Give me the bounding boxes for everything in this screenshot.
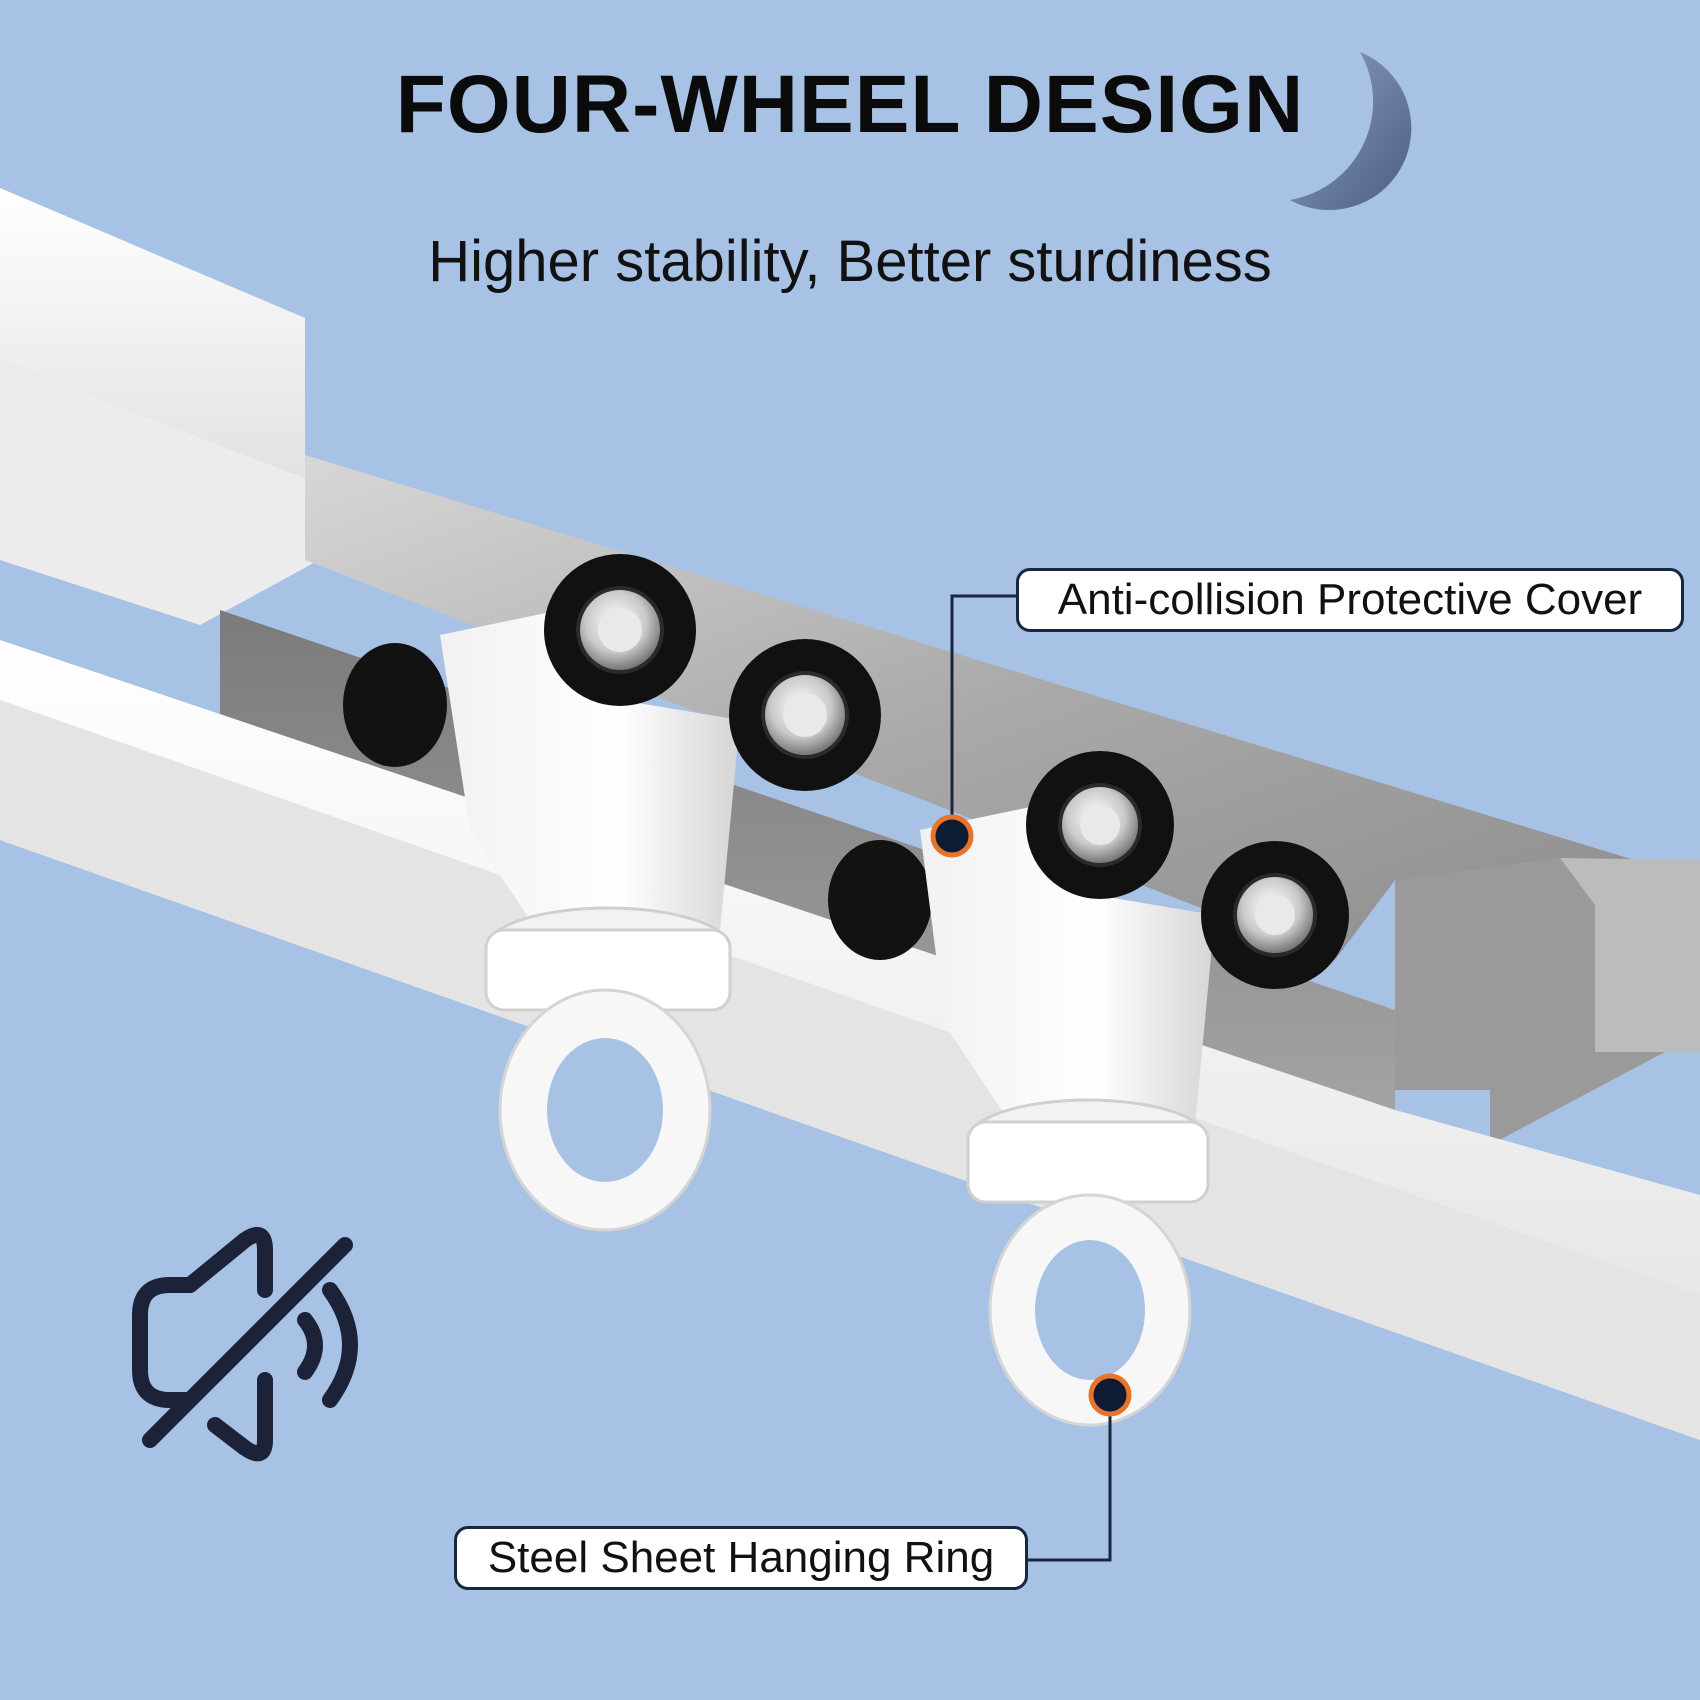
cover-leader-line — [950, 594, 1016, 836]
hanging-ring-callout: Steel Sheet Hanging Ring — [454, 1526, 1028, 1590]
track-upper-flange — [0, 188, 305, 478]
protective-cover-callout: Anti-collision Protective Cover — [1016, 568, 1684, 632]
roller-carrier-left — [343, 554, 881, 1232]
cover-marker — [930, 814, 974, 858]
track-end-profile — [1395, 858, 1665, 1145]
decorative-shadow-circle — [1290, 52, 1412, 211]
ring-leader-line — [1028, 1398, 1112, 1562]
track-end-face — [1560, 858, 1700, 1052]
roller-carrier-right — [828, 751, 1349, 1427]
track-upper-flange-edge — [0, 360, 365, 625]
ring-marker — [1088, 1373, 1132, 1417]
page-title: FOUR-WHEEL DESIGN — [395, 59, 1305, 150]
muted-speaker-icon — [132, 1226, 358, 1462]
track-lower-body-shade — [0, 700, 1700, 1440]
page-subtitle: Higher stability, Better sturdiness — [428, 229, 1272, 294]
